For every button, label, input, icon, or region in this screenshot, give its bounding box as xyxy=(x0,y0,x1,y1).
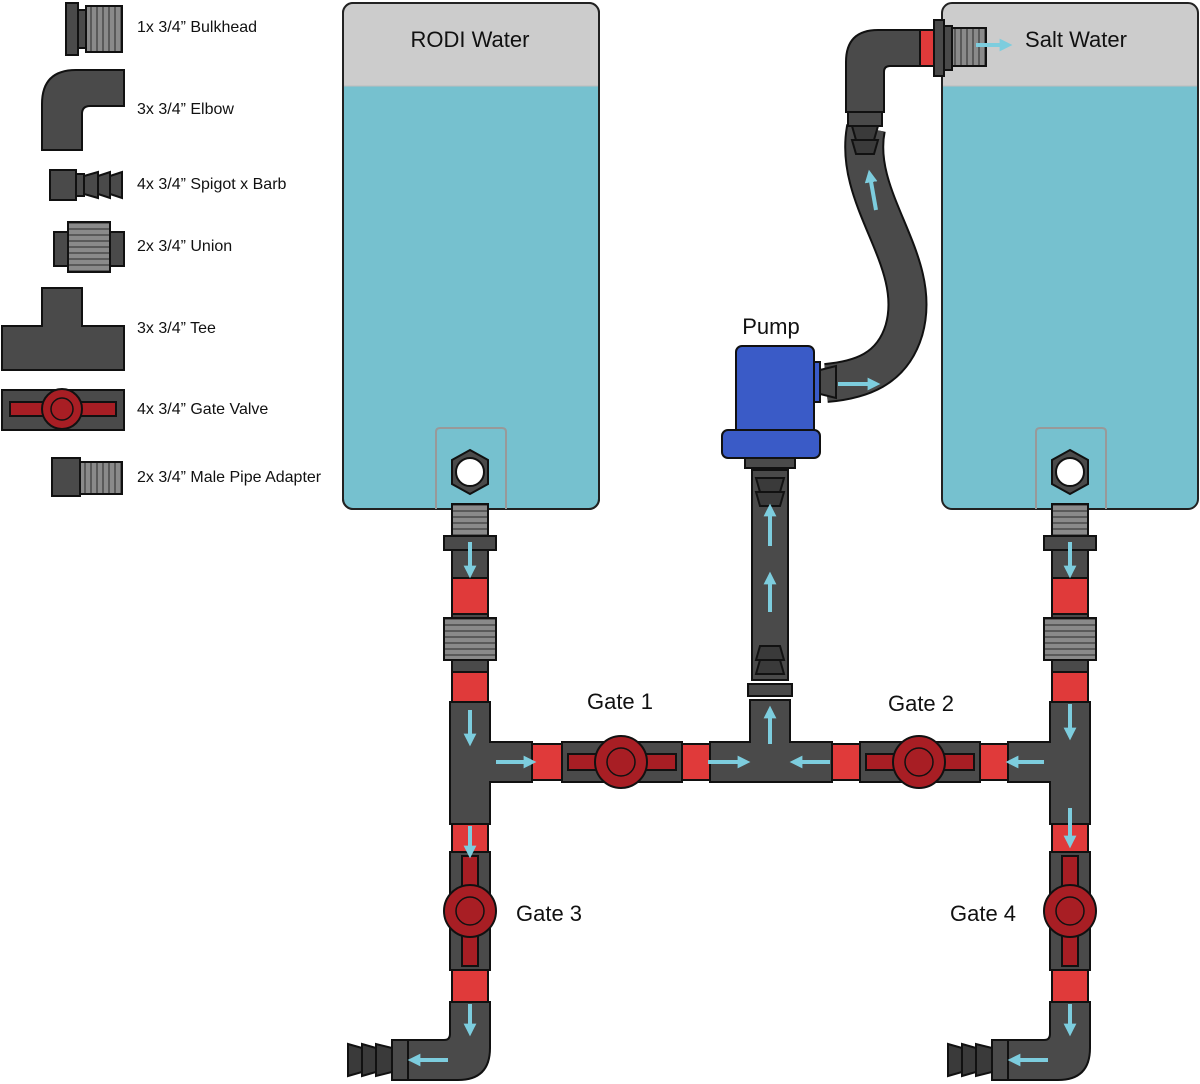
tee-icon xyxy=(1,287,125,371)
bulkhead-icon xyxy=(65,2,123,56)
pump-label: Pump xyxy=(742,314,799,339)
legend: 1x 3/4” Bulkhead 3x 3/4” Elbow 4x 3/4” S… xyxy=(1,2,322,497)
rodi-tank-label: RODI Water xyxy=(411,27,530,52)
gate-valve-icon xyxy=(1,388,125,431)
spigot-barb-icon xyxy=(49,169,123,201)
flow-arrows xyxy=(407,38,1077,1067)
right-branch xyxy=(947,503,1097,1081)
male-adapter-icon xyxy=(51,457,123,497)
gate-2-label: Gate 2 xyxy=(888,691,954,716)
legend-label-gate-valve: 4x 3/4” Gate Valve xyxy=(137,401,268,418)
riser-barb-bottom xyxy=(747,645,793,697)
salt-inlet-elbow xyxy=(845,29,935,155)
legend-label-elbow: 3x 3/4” Elbow xyxy=(137,101,234,118)
gate-3-label: Gate 3 xyxy=(516,901,582,926)
rodi-tank xyxy=(342,2,600,510)
flow-arrow xyxy=(864,169,878,211)
pump xyxy=(721,345,837,469)
gate-4-label: Gate 4 xyxy=(950,901,1016,926)
legend-label-male-adapter: 2x 3/4” Male Pipe Adapter xyxy=(137,469,322,486)
salt-tank xyxy=(941,2,1199,510)
salt-return-hose xyxy=(823,124,928,403)
legend-label-bulkhead: 1x 3/4” Bulkhead xyxy=(137,19,257,36)
legend-label-spigot-barb: 4x 3/4” Spigot x Barb xyxy=(137,176,287,193)
riser-barb-top xyxy=(754,477,786,507)
salt-tank-label: Salt Water xyxy=(1025,27,1127,52)
gate-1-label: Gate 1 xyxy=(587,689,653,714)
salt-bulkhead xyxy=(933,19,987,77)
left-branch xyxy=(347,503,533,1081)
legend-label-tee: 3x 3/4” Tee xyxy=(137,320,216,337)
union-icon xyxy=(53,221,125,273)
legend-label-union: 2x 3/4” Union xyxy=(137,238,232,255)
elbow-icon xyxy=(41,69,125,151)
manifold xyxy=(531,699,1009,789)
